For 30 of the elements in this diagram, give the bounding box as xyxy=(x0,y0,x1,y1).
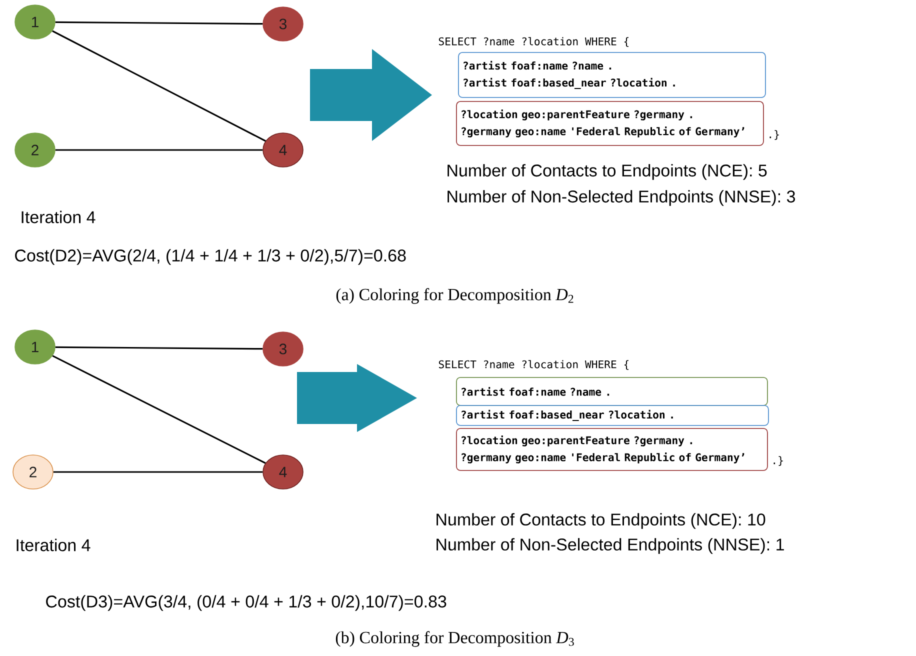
text-label: Number of Contacts to Endpoints (NCE): 5 xyxy=(448,164,767,180)
query-text: .} xyxy=(774,456,783,466)
subfigure-caption: (a) Coloring for Decomposition D$_{2}$ xyxy=(336,288,574,304)
text-label: Number of Non-Selected Endpoints (NNSE): 1 xyxy=(436,538,784,554)
text-label: Cost(D2)=AVG(2/4, (1/4 + 1/4 + 1/3 + 0/2),5/7)=0.68 xyxy=(15,249,406,265)
query-box: ?location geo:parentFeature ?germany . ?germany geo:name 'Federal Republic of Germany’ xyxy=(456,101,764,146)
graph-edge xyxy=(52,30,266,142)
graph-edge xyxy=(55,346,263,350)
graph-edge xyxy=(52,355,266,464)
text-label: Number of Non-Selected Endpoints (NNSE): 3 xyxy=(448,190,795,206)
query-box: ?artist foaf:name ?name . ?artist foaf:based_near ?location . xyxy=(458,52,766,98)
graph-edge xyxy=(55,21,263,25)
graph-vertex: 4 xyxy=(262,454,304,490)
graph-vertex: 3 xyxy=(262,6,304,42)
graph-vertex: 1 xyxy=(14,4,56,40)
graph-edge xyxy=(55,149,263,151)
graph-edge xyxy=(53,471,263,473)
text-label: Cost(D3)=AVG(3/4, (0/4 + 0/4 + 1/3 + 0/2),10/7)=0.83 xyxy=(46,595,446,611)
query-box: ?artist foaf:name ?name . xyxy=(456,377,768,406)
text-label: Iteration 4 xyxy=(16,538,90,552)
graph-vertex: 4 xyxy=(262,132,304,168)
graph-vertex: 1 xyxy=(14,330,56,364)
text-label: Iteration 4 xyxy=(22,210,96,224)
graph-vertex: 2 xyxy=(12,454,54,490)
graph-vertex: 2 xyxy=(14,132,56,168)
query-box: ?artist foaf:based_near ?location . xyxy=(456,405,769,426)
query-box: ?location geo:parentFeature ?germany . ?germany geo:name 'Federal Republic of Germany’ xyxy=(456,428,768,471)
subfigure-caption: (b) Coloring for Decomposition D$_{3}$ xyxy=(336,631,574,647)
graph-vertex: 3 xyxy=(262,332,304,366)
text-label: Number of Contacts to Endpoints (NCE): 10 xyxy=(436,513,766,529)
